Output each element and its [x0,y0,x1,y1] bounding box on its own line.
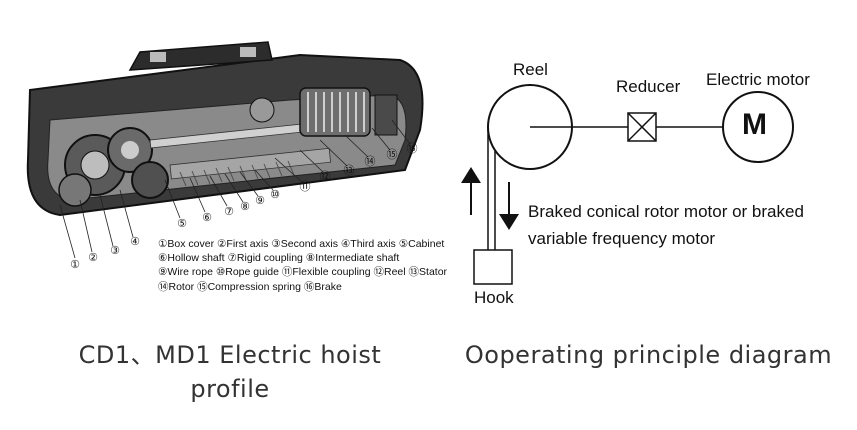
caption-line-1: CD1、MD1 Electric hoist [78,341,382,369]
hook-label: Hook [474,288,514,307]
hook-box [473,249,513,285]
callout-12: ⑫ [320,170,331,183]
motor-note-line-2: variable frequency motor [528,229,716,248]
caption-line-2: profile [190,375,270,403]
legend-line-3: ⑨Wire rope ⑩Rope guide ⑪Flexible couplin… [158,266,448,279]
callout-8: ⑧ [240,201,250,213]
reducer-label: Reducer [616,77,681,96]
legend-line-1: ①Box cover ②First axis ③Second axis ④Thi… [158,238,445,250]
motor-note-line-1: Braked conical rotor motor or braked [528,202,804,221]
callout-3: ③ [110,245,120,257]
legend-line-4: ⑭Rotor ⑮Compression spring ⑯Brake [158,280,342,293]
callout-numbers: ① ② ③ ④ ⑤ ⑥ ⑦ ⑧ ⑨ ⑩ ⑪ ⑫ ⑬ ⑭ ⑮ ⑯ [70,142,418,271]
callout-6: ⑥ [202,212,212,224]
parts-legend: ①Box cover ②First axis ③Second axis ④Thi… [158,237,448,294]
callout-13: ⑬ [344,164,355,177]
motor-label: Electric motor [706,70,810,89]
callout-10: ⑩ [270,189,280,201]
hoist-profile-caption: CD1、MD1 Electric hoist profile [20,338,440,406]
callout-9: ⑨ [255,195,265,207]
principle-caption: Ooperating principle diagram [464,341,833,369]
principle-diagram [461,84,794,285]
legend-line-2: ⑥Hollow shaft ⑦Rigid coupling ⑧Intermedi… [158,252,400,265]
reel-label: Reel [513,60,548,79]
callout-1: ① [70,259,80,271]
callout-5: ⑤ [177,218,187,230]
callout-4: ④ [130,236,140,248]
callout-16: ⑯ [407,142,418,155]
hoist-cutaway-illustration [26,41,424,259]
principle-diagram-panel: Reel Reducer Electric motor M Braked con… [440,0,857,430]
motor-note: Braked conical rotor motor or braked var… [528,198,804,252]
callout-14: ⑭ [365,155,376,168]
callout-2: ② [88,252,98,264]
callout-7: ⑦ [224,206,234,218]
motor-circle [722,91,794,163]
callout-15: ⑮ [387,148,398,161]
hoist-profile-panel: ① ② ③ ④ ⑤ ⑥ ⑦ ⑧ ⑨ ⑩ ⑪ ⑫ ⑬ ⑭ ⑮ ⑯ ①Box cov… [20,41,448,406]
motor-symbol: M [742,108,767,141]
callout-11: ⑪ [300,180,311,193]
